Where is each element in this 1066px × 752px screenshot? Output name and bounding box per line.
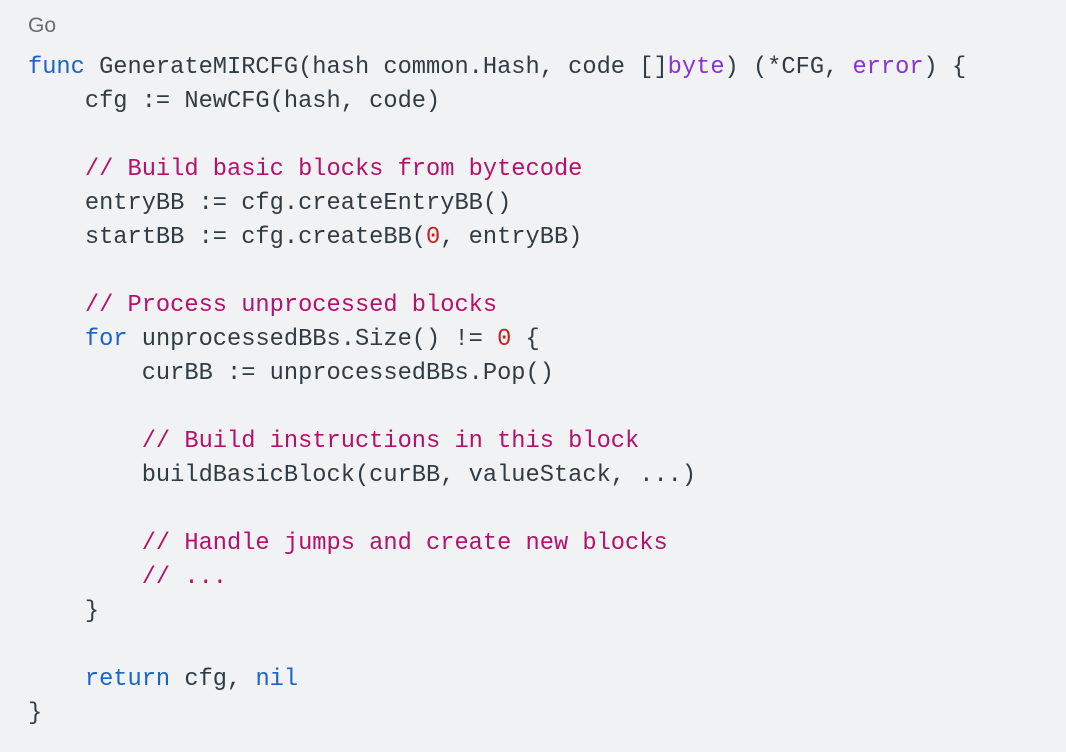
- code-line: [28, 255, 966, 289]
- code-text: startBB := cfg.createBB(: [28, 224, 427, 251]
- keyword-token: for: [84, 326, 128, 353]
- code-line: // Build basic blocks from bytecode: [28, 153, 966, 187]
- code-line: for unprocessedBBs.Size() != 0 {: [28, 323, 966, 357]
- code-text: ) (*CFG,: [724, 54, 853, 81]
- code-line: // Build instructions in this block: [28, 425, 966, 459]
- code-line: curBB := unprocessedBBs.Pop(): [28, 357, 966, 391]
- code-text: buildBasicBlock(curBB, valueStack, ...): [28, 462, 697, 489]
- code-text: cfg := NewCFG(hash, code): [28, 88, 441, 115]
- language-label: Go: [28, 14, 57, 37]
- code-line: return cfg, nil: [28, 663, 966, 697]
- keyword-token: nil: [255, 666, 299, 693]
- code-line: // ...: [28, 561, 966, 595]
- code-text: }: [28, 598, 100, 625]
- comment-token: // ...: [141, 564, 228, 591]
- comment-token: // Build instructions in this block: [141, 428, 640, 455]
- code-text: [28, 564, 142, 591]
- code-text: [28, 428, 142, 455]
- code-text: cfg,: [170, 666, 256, 693]
- code-line: [28, 119, 966, 153]
- code-line: }: [28, 697, 966, 731]
- code-text: [28, 666, 85, 693]
- code-text: [28, 292, 85, 319]
- code-line: [28, 493, 966, 527]
- code-text: [28, 156, 85, 183]
- code-text: unprocessedBBs.Size() !=: [127, 326, 498, 353]
- code-line: buildBasicBlock(curBB, valueStack, ...): [28, 459, 966, 493]
- code-line: startBB := cfg.createBB(0, entryBB): [28, 221, 966, 255]
- type-token: error: [852, 54, 924, 81]
- code-text: curBB := unprocessedBBs.Pop(): [28, 360, 554, 387]
- type-token: byte: [667, 54, 725, 81]
- code-line: entryBB := cfg.createEntryBB(): [28, 187, 966, 221]
- code-text: {: [511, 326, 540, 353]
- code-text: ) {: [923, 54, 967, 81]
- code-line: // Handle jumps and create new blocks: [28, 527, 966, 561]
- comment-token: // Build basic blocks from bytecode: [84, 156, 583, 183]
- code-text: , entryBB): [440, 224, 583, 251]
- code-text: entryBB := cfg.createEntryBB(): [28, 190, 512, 217]
- code-line: [28, 391, 966, 425]
- code-content[interactable]: func GenerateMIRCFG(hash common.Hash, co…: [28, 51, 966, 731]
- number-literal: 0: [497, 326, 512, 353]
- comment-token: // Process unprocessed blocks: [84, 292, 498, 319]
- code-text: GenerateMIRCFG(hash common.Hash, code []: [84, 54, 668, 81]
- code-line: // Process unprocessed blocks: [28, 289, 966, 323]
- code-text: [28, 326, 85, 353]
- code-text: [28, 530, 142, 557]
- comment-token: // Handle jumps and create new blocks: [141, 530, 668, 557]
- keyword-token: func: [28, 54, 85, 81]
- code-line: [28, 629, 966, 663]
- keyword-token: return: [84, 666, 171, 693]
- code-line: cfg := NewCFG(hash, code): [28, 85, 966, 119]
- code-line: }: [28, 595, 966, 629]
- number-literal: 0: [426, 224, 441, 251]
- code-text: }: [28, 700, 43, 727]
- code-line: func GenerateMIRCFG(hash common.Hash, co…: [28, 51, 966, 85]
